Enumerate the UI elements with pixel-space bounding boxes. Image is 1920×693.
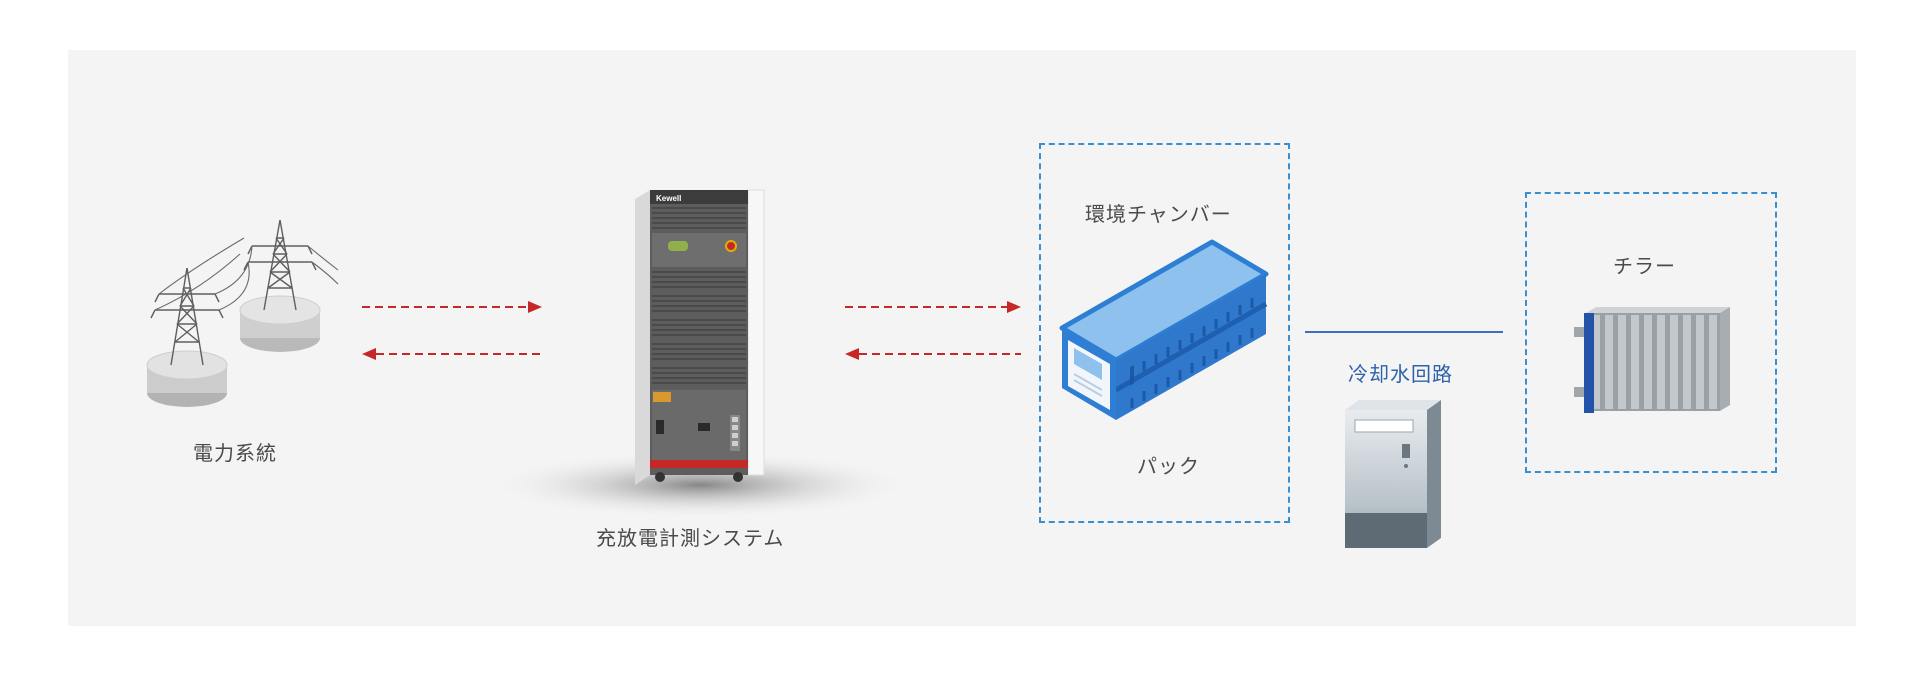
chiller-radiator-icon — [1574, 307, 1730, 413]
power-grid-icon — [146, 219, 339, 407]
coolant-unit-icon — [1345, 400, 1441, 548]
coolant-link-line — [1305, 331, 1503, 333]
coolant-label: 冷却水回路 — [1348, 362, 1453, 386]
arrow-grid-to-tester — [362, 301, 542, 313]
tester-cabinet-icon: Kewell — [485, 189, 915, 519]
battery-pack-icon — [1059, 239, 1269, 420]
arrow-tester-to-grid — [362, 348, 542, 360]
pack-label: パック — [1137, 454, 1200, 478]
tester-label: 充放電計測システム — [596, 526, 785, 550]
tester-brand: Kewell — [656, 194, 681, 203]
diagram-panel — [68, 50, 1856, 626]
grid-label: 電力系統 — [193, 441, 277, 465]
chamber-title: 環境チャンバー — [1085, 202, 1232, 226]
chamber-box — [1039, 143, 1290, 523]
chiller-label: チラー — [1613, 254, 1676, 278]
arrow-chamber-to-tester — [845, 348, 1021, 360]
chiller-box — [1525, 192, 1777, 473]
arrow-tester-to-chamber — [845, 301, 1021, 313]
